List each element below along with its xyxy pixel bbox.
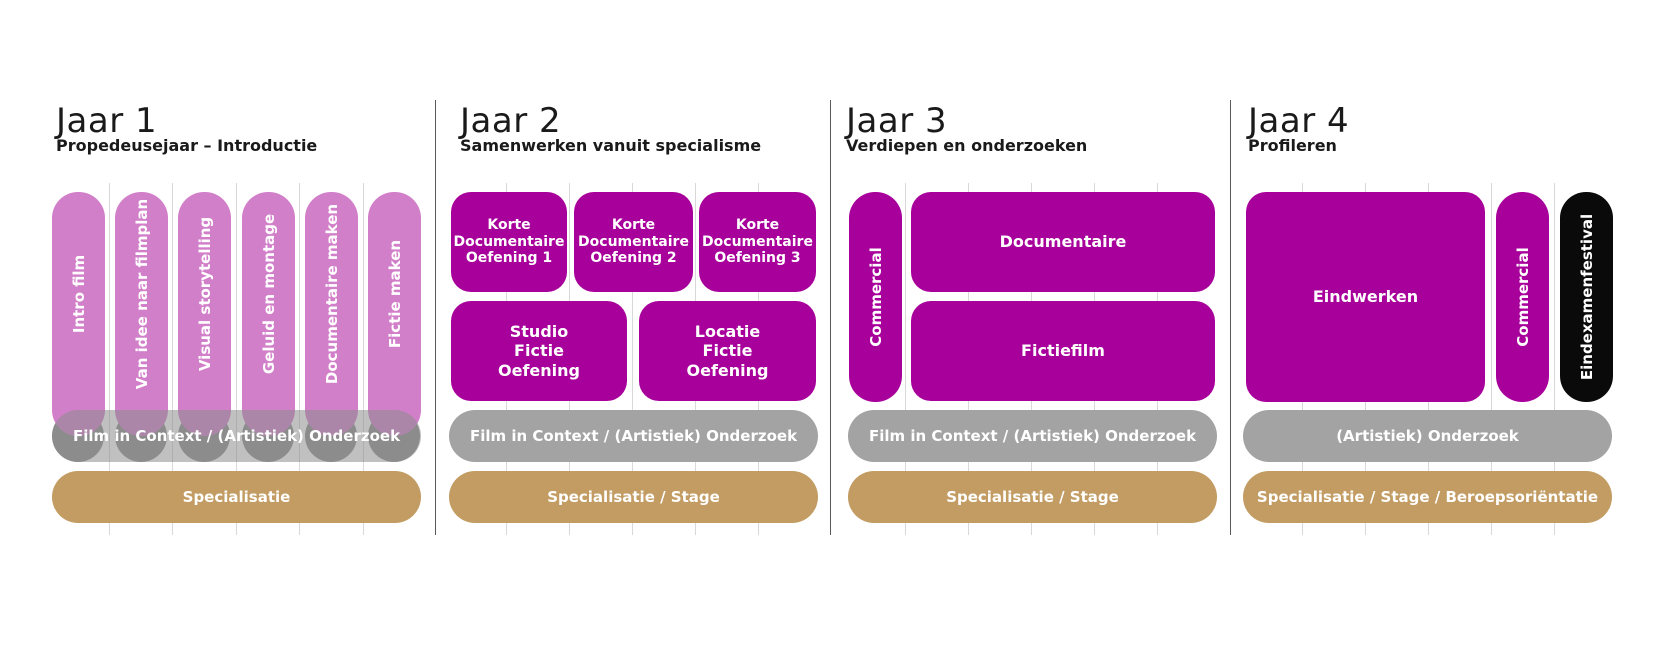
pillar-sound-editing: Geluid en montage: [242, 192, 295, 436]
commercial-pillar: Commercial: [849, 192, 902, 402]
final-works-block: Eindwerken: [1246, 192, 1485, 402]
studio-fiction-exercise: Studio Fictie Oefening: [451, 301, 627, 401]
pillar-label: Eindexamenfestival: [1577, 213, 1596, 381]
block-line: Documentaire: [578, 233, 689, 250]
specialisation-bar: Specialisatie: [52, 471, 421, 523]
pillar-fiction: Fictie maken: [368, 192, 421, 436]
pillar-label: Visual storytelling: [195, 217, 214, 372]
block-line: Oefening: [686, 360, 769, 380]
grid-line: [632, 183, 633, 535]
block-line: Korte: [487, 216, 531, 233]
block-line: Korte: [611, 216, 656, 233]
pillar-label: Commercial: [866, 247, 885, 347]
pillar-visual-storytelling: Visual storytelling: [178, 192, 231, 436]
year-4-title: Jaar 4: [1248, 101, 1350, 141]
location-fiction-exercise: Locatie Fictie Oefening: [639, 301, 816, 401]
grid-line: [236, 183, 237, 535]
block-line: Studio: [509, 322, 569, 342]
research-bar: Film in Context / (Artistiek) Onderzoek: [848, 410, 1217, 462]
year-2-subtitle: Samenwerken vanuit specialisme: [460, 136, 762, 155]
pillar-label: Intro film: [69, 255, 88, 334]
block-line: Fictie: [514, 341, 564, 361]
year-3-subtitle: Verdiepen en onderzoeken: [846, 136, 1088, 155]
specialisation-bar: Specialisatie / Stage: [848, 471, 1217, 523]
short-doc-exercise-3: Korte Documentaire Oefening 3: [699, 192, 816, 292]
year-3-title: Jaar 3: [846, 101, 948, 141]
year-4-subtitle: Profileren: [1248, 136, 1337, 155]
year-1-title: Jaar 1: [56, 101, 158, 141]
block-line: Oefening 1: [465, 250, 553, 267]
pillar-documentary: Documentaire maken: [305, 192, 358, 436]
pillar-label: Geluid en montage: [259, 214, 278, 375]
pillar-idea-to-filmplan: Van idee naar filmplan: [115, 192, 168, 436]
block-line: Documentaire: [453, 233, 565, 250]
research-bar: (Artistiek) Onderzoek: [1243, 410, 1612, 462]
pillar-label: Van idee naar filmplan: [132, 199, 151, 390]
grid-line: [109, 183, 110, 535]
block-line: Korte: [735, 216, 780, 233]
block-line: Fictie: [702, 341, 753, 361]
fiction-film-block: Fictiefilm: [911, 301, 1215, 401]
block-line: Documentaire: [702, 233, 813, 250]
commercial-pillar: Commercial: [1496, 192, 1549, 402]
column-separator: [1230, 100, 1231, 535]
short-doc-exercise-2: Korte Documentaire Oefening 2: [574, 192, 693, 292]
grid-line: [905, 183, 906, 535]
column-separator: [435, 100, 436, 535]
grid-line: [363, 183, 364, 535]
documentary-block: Documentaire: [911, 192, 1215, 292]
pillar-label: Documentaire maken: [322, 204, 341, 385]
specialisation-bar: Specialisatie / Stage / Beroepsoriëntati…: [1243, 471, 1612, 523]
grid-line: [299, 183, 300, 535]
pillar-label: Fictie maken: [385, 240, 404, 349]
research-bar: Film in Context / (Artistiek) Onderzoek: [52, 410, 421, 462]
research-bar: Film in Context / (Artistiek) Onderzoek: [449, 410, 818, 462]
block-line: Oefening 3: [714, 250, 801, 267]
specialisation-bar: Specialisatie / Stage: [449, 471, 818, 523]
grid-line: [172, 183, 173, 535]
block-line: Locatie: [694, 322, 761, 342]
column-separator: [830, 100, 831, 535]
pillar-intro-film: Intro film: [52, 192, 105, 436]
year-1-subtitle: Propedeusejaar – Introductie: [56, 136, 318, 155]
grid-line: [1491, 183, 1492, 535]
pillar-label: Commercial: [1513, 247, 1532, 347]
block-line: Oefening: [498, 360, 580, 380]
short-doc-exercise-1: Korte Documentaire Oefening 1: [451, 192, 567, 292]
grid-line: [1554, 183, 1555, 535]
block-line: Oefening 2: [590, 250, 677, 267]
final-exam-festival-pillar: Eindexamenfestival: [1560, 192, 1613, 402]
year-2-title: Jaar 2: [460, 101, 562, 141]
